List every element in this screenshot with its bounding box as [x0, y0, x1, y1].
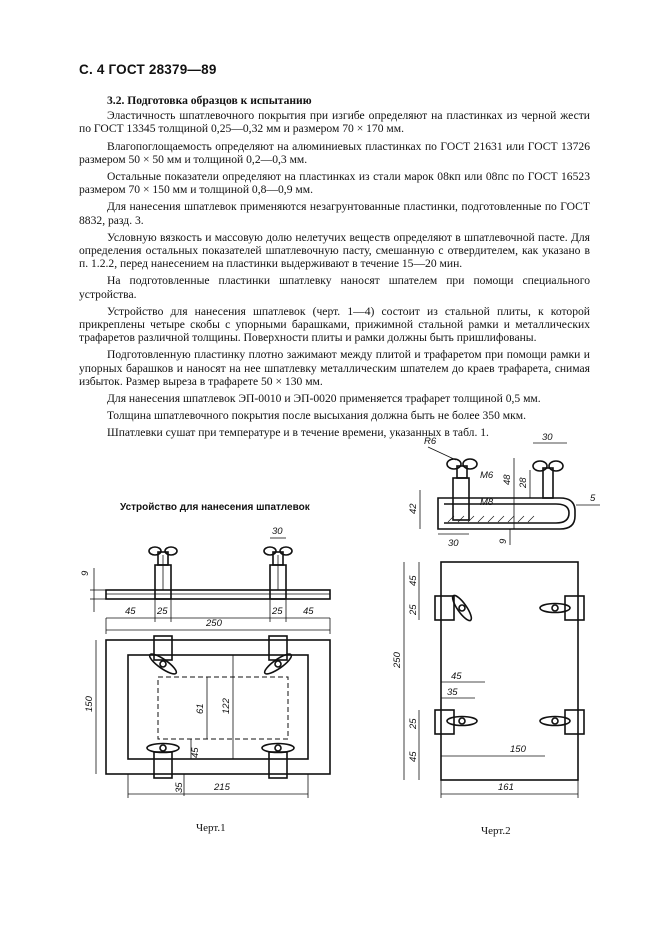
- wing-left-a: [148, 546, 162, 556]
- bracket-tl: [153, 635, 173, 661]
- figure1-title: Устройство для нанесения шпатлевок: [120, 502, 310, 513]
- paragraph: Подготовленную пластинку плотно зажимают…: [79, 348, 590, 388]
- paragraph: На подготовленные пластинки шпатлевку на…: [79, 274, 590, 301]
- dim-9: 9: [80, 570, 91, 576]
- paragraph: Эластичность шпатлевочного покрытия при …: [79, 109, 590, 136]
- paragraph: Влагопоглощаемость определяют на алюмини…: [79, 139, 590, 166]
- dim-215: 215: [213, 782, 231, 793]
- wing-left-b: [164, 546, 178, 556]
- dim-122: 122: [221, 697, 232, 714]
- dim-35: 35: [447, 687, 458, 698]
- dim-48: 48: [502, 474, 513, 485]
- slot-br: [564, 709, 585, 735]
- dim-m6: M6: [480, 470, 494, 481]
- figure1-drawing: 9 30 45 25 25 45 250 150: [80, 526, 331, 798]
- dim-m8: M8: [480, 497, 494, 508]
- dim-250: 250: [392, 651, 403, 669]
- dim-28: 28: [518, 477, 529, 489]
- dim-45-mid: 45: [451, 671, 462, 682]
- slot-tl: [434, 595, 455, 621]
- dim-61: 61: [195, 703, 206, 714]
- dim-30-bottom: 30: [448, 538, 459, 549]
- dim-25-left: 25: [156, 606, 168, 617]
- paragraph: Для нанесения шпатлевок применяются неза…: [79, 200, 590, 227]
- dim-25-right: 25: [271, 606, 283, 617]
- dim-30: 30: [542, 432, 553, 443]
- bracket-tr: [268, 635, 288, 661]
- dim-45-right: 45: [303, 606, 314, 617]
- dim-45-inner: 45: [190, 747, 201, 758]
- dim-150: 150: [510, 744, 527, 755]
- figure1-caption: Черт.1: [196, 822, 226, 834]
- paragraph: Для нанесения шпатлевок ЭП-0010 и ЭП-002…: [107, 392, 541, 406]
- wing-right-a: [263, 546, 277, 556]
- dim-25-top: 25: [408, 604, 419, 616]
- paragraph: Остальные показатели определяют на пласт…: [79, 170, 590, 197]
- slot-bl: [434, 709, 455, 735]
- plate-top-view: [440, 561, 579, 781]
- dim-45-bottom: 45: [408, 751, 419, 762]
- paragraph: Условную вязкость и массовую долю нелету…: [79, 230, 590, 271]
- rail-outline: [105, 589, 331, 600]
- dim-150: 150: [84, 695, 95, 712]
- paragraph: Шпатлевки сушат при температуре и в тече…: [107, 426, 489, 440]
- dim-25-bottom: 25: [408, 718, 419, 730]
- dim-45-top: 45: [408, 575, 419, 586]
- dim-30: 30: [272, 526, 283, 537]
- figure2-drawing: R6 30 M6 M8 48 28 42 5 30 9 45: [392, 432, 600, 798]
- dim-42: 42: [408, 503, 419, 514]
- paragraph: Толщина шпатлевочного покрытия после выс…: [107, 409, 526, 423]
- dim-35: 35: [174, 782, 185, 793]
- dim-250: 250: [205, 618, 223, 629]
- slot-tr: [564, 595, 585, 621]
- dim-45-left: 45: [125, 606, 136, 617]
- stencil-cutout: [157, 676, 289, 740]
- dim-r6: R6: [424, 436, 437, 447]
- paragraph: Устройство для нанесения шпатлевок (черт…: [79, 304, 590, 345]
- plate: [105, 639, 331, 775]
- clamp-screw: [452, 477, 470, 521]
- section-body: 3.2. Подготовка образцов к испытанию Эла…: [79, 94, 590, 444]
- figure2-caption: Черт.2: [481, 825, 511, 837]
- dim-161: 161: [498, 782, 514, 793]
- dim-5: 5: [590, 493, 596, 504]
- frame: [127, 654, 309, 760]
- frame-side: [437, 497, 576, 530]
- dim-9: 9: [498, 538, 509, 544]
- page-header: С. 4 ГОСТ 28379—89: [79, 62, 217, 77]
- wing-right-b: [279, 546, 293, 556]
- section-heading: 3.2. Подготовка образцов к испытанию: [107, 94, 312, 107]
